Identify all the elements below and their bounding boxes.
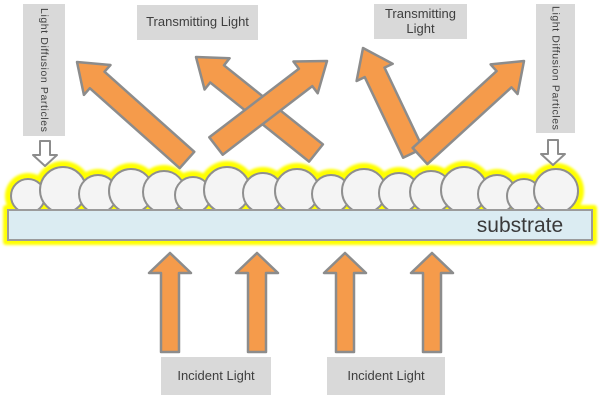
label-incident-light-left: Incident Light [161, 357, 271, 395]
substrate-bar [7, 209, 593, 241]
label-incident-light-right: Incident Light [327, 357, 445, 395]
transmitted-light-arrow [411, 59, 526, 166]
incident-light-arrow [409, 251, 455, 354]
label-light-diffusion-particles-right: Light Diffusion Particles [536, 4, 575, 133]
label-transmitting-light-right: Transmitting Light [374, 4, 467, 39]
particle-pointer-arrow [32, 140, 58, 167]
incident-light-arrow [147, 251, 193, 354]
incident-light-arrow [322, 251, 368, 354]
light-diffusion-right-text: Light Diffusion Particles [549, 6, 562, 131]
transmitted-light-arrow [208, 59, 329, 156]
transmitting-light-right-text: Transmitting Light [384, 6, 457, 36]
substrate-label: substrate [476, 214, 564, 237]
incident-light-right-text: Incident Light [347, 367, 425, 383]
particle-pointer-arrow [540, 139, 566, 166]
label-transmitting-light-left: Transmitting Light [137, 5, 258, 40]
transmitted-light-arrow [75, 60, 196, 170]
incident-light-arrow [234, 251, 280, 354]
label-light-diffusion-particles-left: Light Diffusion Particles [23, 4, 65, 136]
incident-light-left-text: Incident Light [177, 367, 255, 383]
light-diffusion-left-text: Light Diffusion Particles [38, 7, 50, 133]
diffusion-particle [533, 168, 579, 214]
transmitting-light-left-text: Transmitting Light [146, 14, 249, 30]
transmitted-light-arrow [355, 46, 425, 159]
